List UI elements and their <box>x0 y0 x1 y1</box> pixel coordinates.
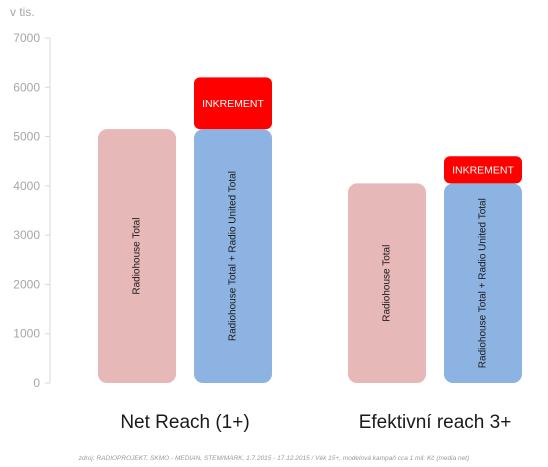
y-tick-label: 6000 <box>13 80 40 94</box>
y-tick-label: 4000 <box>13 179 40 193</box>
bar <box>98 129 176 383</box>
y-tick-label: 2000 <box>13 277 40 291</box>
bar-label: Radiohouse Total + Radio United Total <box>478 198 489 368</box>
y-axis: 0 1000 2000 3000 4000 5000 6000 7000 <box>13 31 51 390</box>
category-labels: Net Reach (1+) Efektivní reach 3+ <box>120 412 511 433</box>
bar <box>444 183 522 383</box>
y-tick-label: 0 <box>33 376 40 390</box>
y-tick-label: 3000 <box>13 228 40 242</box>
bar <box>194 129 272 383</box>
bar-label: Radiohouse Total <box>132 218 143 295</box>
y-tick-label: 1000 <box>13 327 40 341</box>
increment-bar <box>194 77 272 130</box>
category-label: Net Reach (1+) <box>120 412 249 433</box>
y-axis-unit-label: v tis. <box>10 5 35 19</box>
increment-label: INKREMENT <box>452 165 514 177</box>
bar-label: Radiohouse Total <box>382 245 393 322</box>
y-tick-label: 7000 <box>13 31 40 45</box>
bars: Radiohouse Total Radiohouse Total + Radio… <box>98 77 522 383</box>
y-tick-label: 5000 <box>13 130 40 144</box>
source-note: zdroj: RADIOPROJEKT, SKMO - MEDIAN, STEM… <box>78 455 469 462</box>
increment-label: INKREMENT <box>202 98 264 110</box>
bar-label: Radiohouse Total + Radio United Total <box>228 171 239 341</box>
increment-bar <box>444 156 522 184</box>
bar <box>348 183 426 383</box>
category-label: Efektivní reach 3+ <box>359 412 512 433</box>
